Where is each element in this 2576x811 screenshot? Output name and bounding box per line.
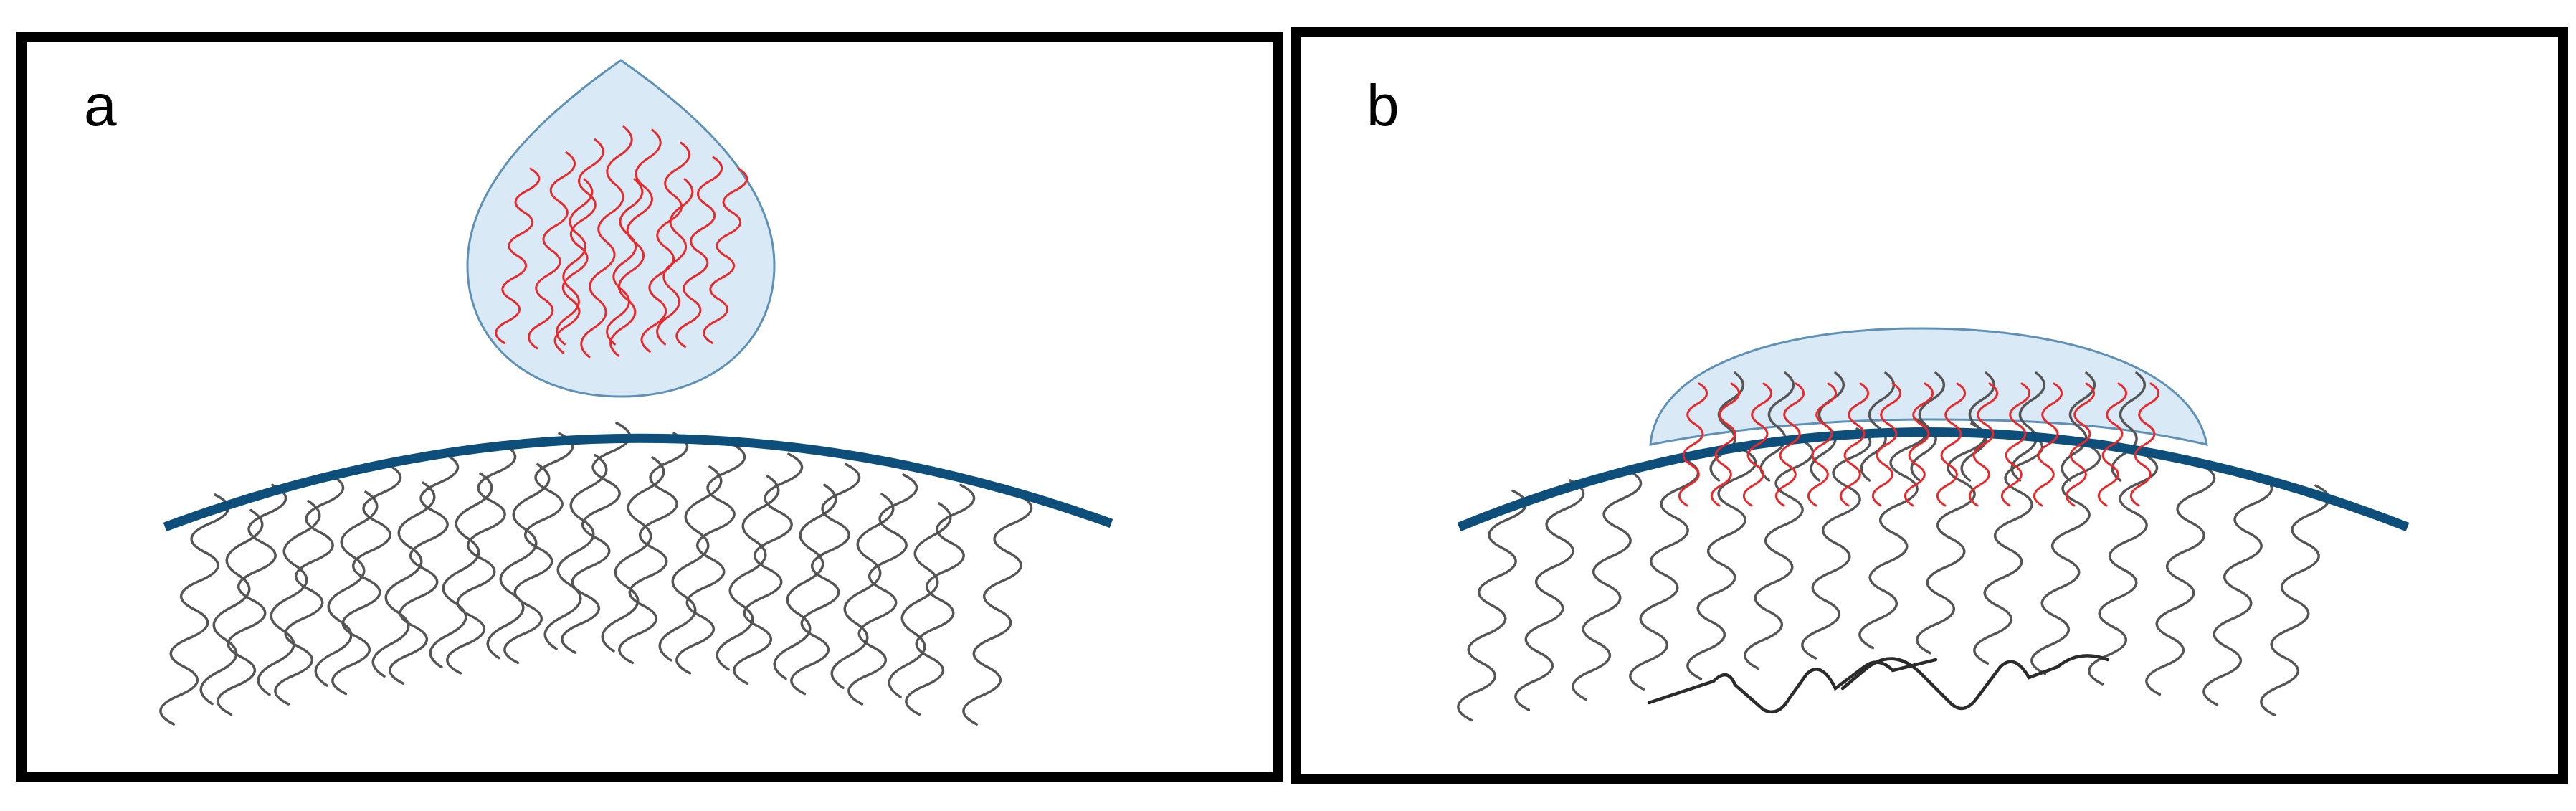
polymer-chain	[553, 138, 604, 354]
skin-chain	[2260, 484, 2331, 716]
skin-chain	[543, 454, 608, 650]
skin-chain	[905, 483, 976, 716]
penetrating-skin-chain	[1709, 371, 1744, 482]
penetrating-skin-chain	[1759, 371, 1795, 482]
skin-chain	[429, 472, 493, 669]
penetrated-polymer-chain	[1904, 382, 1934, 507]
skin-chain	[1916, 422, 1987, 655]
skin-chain	[1858, 417, 1929, 650]
penetrating-skin-chain	[1860, 371, 1895, 482]
skin-chain	[1686, 448, 1757, 680]
panel-a-label: a	[84, 73, 117, 138]
skin-chain	[331, 463, 402, 696]
skin-chain	[1801, 427, 1872, 660]
skin-chain	[733, 452, 804, 685]
surface-arc-a	[163, 433, 1113, 532]
skin-chain	[1572, 468, 1643, 701]
skin-chain	[371, 481, 436, 678]
skin-chains-b	[1457, 371, 2331, 722]
entangled-chain-b	[1647, 654, 2110, 714]
skin-chain	[1629, 458, 1700, 691]
skin-chain	[1457, 489, 1528, 722]
skin-chain	[658, 465, 723, 662]
polymer-chains-a	[495, 125, 748, 359]
penetrated-polymer-chain	[1742, 382, 1773, 507]
panel-b-label: b	[1367, 73, 1399, 138]
entangled-chain	[1840, 654, 2110, 711]
skin-chain	[503, 432, 574, 665]
skin-chain	[675, 442, 746, 675]
skin-chain	[389, 452, 460, 685]
skin-chain	[2030, 442, 2101, 675]
skin-chain	[773, 483, 837, 680]
penetrated-polymer-chain	[2033, 382, 2063, 507]
penetrating-skin-chain	[1960, 371, 1995, 482]
polymer-chain	[606, 178, 644, 346]
polymer-chain	[580, 125, 633, 359]
polymer-chain	[703, 167, 748, 344]
skin-chain	[601, 456, 665, 653]
penetrated-polymer-chain	[1678, 382, 1708, 507]
skin-chain	[962, 493, 1033, 726]
penetrating-skin-chain	[2111, 371, 2146, 482]
penetrated-polymer-chain	[1710, 382, 1741, 507]
penetrating-skin-chain	[1910, 371, 1945, 482]
skin-chain	[274, 473, 345, 706]
penetrated-polymer-chain	[1807, 382, 1838, 507]
skin-chain	[618, 432, 689, 665]
skin-chain	[847, 473, 918, 706]
penetrated-polymer-chain	[2129, 382, 2160, 507]
panel-b-frame	[1291, 27, 2568, 784]
entangled-chain	[1647, 658, 1938, 714]
skin-chain	[2088, 453, 2159, 686]
skin-chain	[790, 463, 861, 696]
droplet-a	[466, 59, 776, 398]
skin-chain	[1744, 437, 1815, 670]
skin-chain	[2145, 463, 2216, 696]
polymer-chain	[656, 178, 694, 346]
penetrated-polymer-chain	[1968, 382, 1999, 507]
panel-b	[1457, 327, 2410, 722]
skin-chain	[486, 463, 551, 660]
polymer-chain	[556, 178, 594, 346]
polymer-chain	[640, 141, 690, 353]
polymer-chains-b	[1678, 382, 2160, 507]
skin-chains-a	[159, 422, 1033, 726]
skin-chain	[314, 490, 379, 687]
penetrated-polymer-chain	[1774, 382, 1805, 507]
skin-chain	[257, 500, 321, 696]
skin-chain	[830, 493, 895, 689]
skin-chain	[159, 493, 230, 726]
skin-chain	[199, 508, 264, 706]
polymer-chain	[495, 167, 541, 344]
penetrating-skin-chain	[2010, 371, 2045, 482]
penetrating-skin-chain	[2061, 371, 2096, 482]
skin-chain	[1973, 432, 2044, 665]
skin-chain	[446, 442, 517, 675]
polymer-chain	[528, 151, 576, 350]
skin-chain	[888, 502, 952, 698]
polymer-chain	[675, 156, 723, 348]
skin-chain	[1514, 479, 1585, 711]
penetrated-polymer-chain	[2000, 382, 2031, 507]
skin-chain	[716, 474, 780, 671]
penetrated-polymer-chain	[2065, 382, 2096, 507]
skin-chain	[217, 483, 287, 716]
penetrated-polymer-chain	[1871, 382, 1902, 507]
penetrated-polymer-chain	[2097, 382, 2128, 507]
skin-chain	[561, 422, 632, 654]
penetrated-polymer-chain	[1936, 382, 1967, 507]
panel-a	[159, 59, 1113, 726]
skin-chain	[2202, 474, 2273, 706]
penetrated-polymer-chain	[1839, 382, 1870, 507]
panel-a-frame	[16, 32, 1283, 782]
